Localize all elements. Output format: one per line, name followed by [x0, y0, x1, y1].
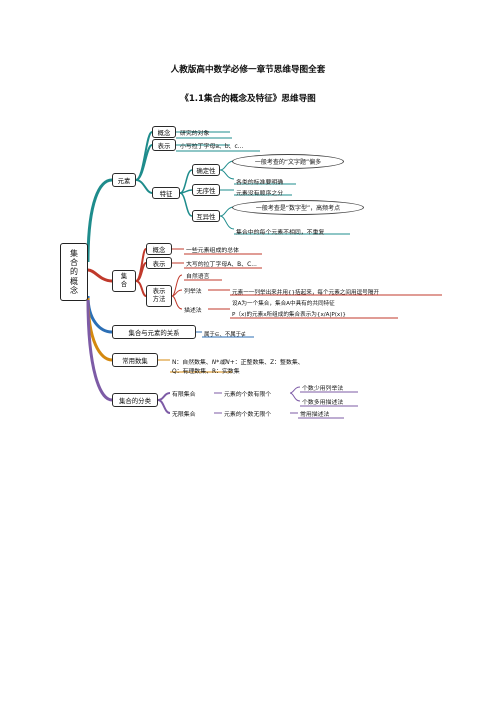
common-line1a: N：自然数集、 — [172, 360, 212, 366]
branch-relation: 集合与元素的关系 — [112, 325, 196, 339]
branch-set: 集合 — [112, 270, 136, 292]
method-desc-leaf1: 设A为一个集合，集合A中具有的共同特征 — [232, 301, 335, 307]
branch-classify: 集合的分类 — [112, 393, 158, 407]
method-desc-leaf2: P（x)的元素x所组成的集合表示为{x/A|P(x)} — [232, 312, 346, 318]
common-sets-line2: Q：有理数集、R：实数集 — [172, 369, 240, 375]
page-subtitle: 《1.1集合的概念及特征》思维导图 — [180, 94, 316, 104]
distinct-leaf: 集合中的每个元素不相同，不重复 — [236, 230, 325, 236]
finite-leaf1: 个数少用列举法 — [302, 386, 344, 392]
branch-common-sets: 常用数集 — [112, 353, 158, 367]
common-sets-line1: N：自然数集、N*或N+：正整数集、Z：整数集、 — [172, 357, 304, 366]
branch-element: 元素 — [112, 173, 136, 187]
set-notation: 表示 — [146, 257, 172, 269]
set-concept: 概念 — [146, 243, 172, 255]
set-methods: 表示方法 — [146, 285, 172, 307]
infinite-mid: 元素的个数无限个 — [224, 412, 272, 418]
method-natural: 自然语言 — [186, 274, 210, 280]
finite-leaf2: 个数多用描述法 — [302, 400, 344, 406]
definite-note: 一般考查的“文字题”偏多 — [232, 154, 344, 169]
element-concept: 概念 — [152, 126, 176, 138]
definite-leaf: 各类的标准要明确 — [236, 180, 284, 186]
infinite-leaf: 常用描述法 — [300, 412, 330, 418]
relation-leaf: 属于∈、不属于∉ — [204, 332, 246, 338]
element-notation-leaf: 小写拉丁字母a、b、c... — [180, 144, 244, 150]
set-notation-leaf: 大写的拉丁字母A、B、C... — [186, 262, 257, 268]
infinite-set: 无限集合 — [172, 412, 196, 418]
root-node: 集合的概念 — [60, 243, 88, 301]
unordered-leaf: 元素没有顺序之分 — [236, 191, 284, 197]
finite-mid: 元素的个数有限个 — [224, 392, 272, 398]
distinct-note: 一般考查是“数字型”，高频考点 — [232, 200, 364, 215]
page-title: 人教版高中数学必修一章节思维导图全套 — [170, 65, 326, 75]
element-concept-leaf: 研究的对象 — [180, 131, 210, 137]
finite-set: 有限集合 — [172, 392, 196, 398]
method-enum: 列举法 — [184, 289, 202, 295]
method-enum-leaf: 元素一一列举出来并用{}括起来，每个元素之间用逗号隔开 — [232, 290, 379, 296]
feature-unordered: 无序性 — [192, 184, 220, 196]
element-notation: 表示 — [152, 139, 176, 151]
method-desc: 描述法 — [184, 308, 202, 314]
common-line1b: N*或N+ — [211, 359, 235, 366]
set-concept-leaf: 一些元素组成的总体 — [186, 248, 240, 254]
common-line1c: ：正整数集、Z：整数集、 — [234, 360, 304, 366]
feature-distinct: 互异性 — [192, 210, 220, 222]
feature-definite: 确定性 — [192, 164, 220, 176]
element-feature: 特征 — [152, 187, 180, 199]
